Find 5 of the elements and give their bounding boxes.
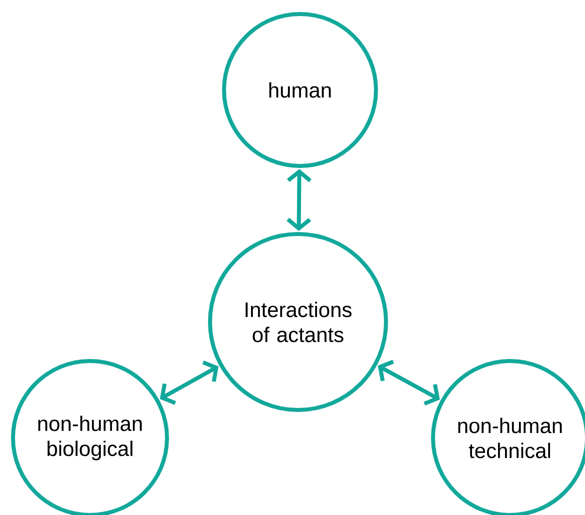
double-arrow <box>160 360 219 405</box>
circle-node: human <box>222 12 378 168</box>
double-arrow <box>378 360 440 406</box>
double-arrow <box>286 169 312 231</box>
circle-node: Interactions of actants <box>208 232 388 412</box>
